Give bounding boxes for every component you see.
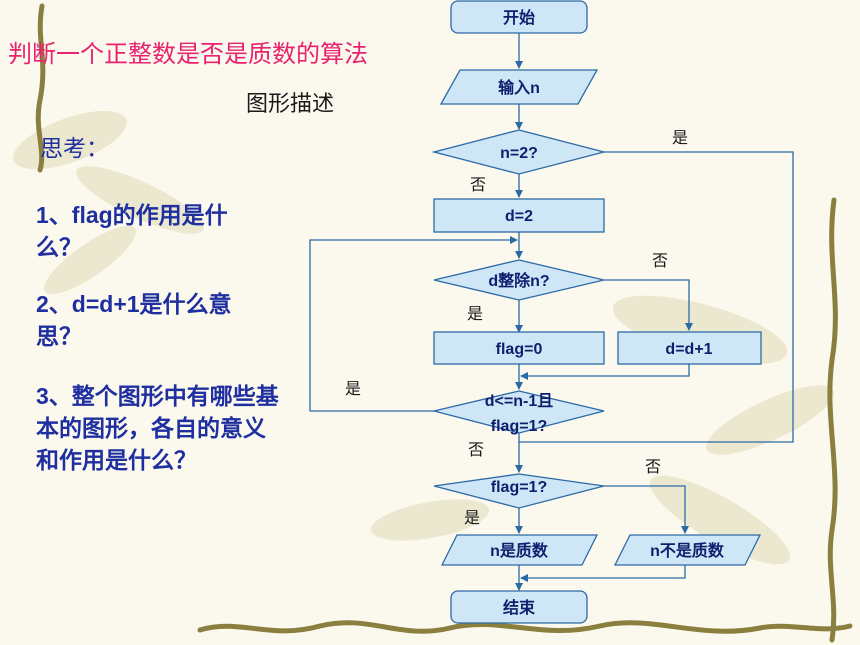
svg-text:开始: 开始 xyxy=(503,8,535,27)
edge-n2-yes xyxy=(519,151,794,443)
edge-loop-yes xyxy=(309,236,518,412)
node-decision-loop: d<=n-1且 flag=1? xyxy=(433,390,605,435)
node-end: 结束 xyxy=(450,590,588,624)
svg-text:n不是质数: n不是质数 xyxy=(650,541,725,560)
label-div-no: 否 xyxy=(652,251,668,270)
label-flag-no: 否 xyxy=(645,457,661,476)
svg-text:d<=n-1且: d<=n-1且 xyxy=(485,392,553,410)
node-d-increment: d=d+1 xyxy=(617,331,762,365)
slide-title: 判断一个正整数是否是质数的算法 xyxy=(8,40,368,68)
label-n2-yes: 是 xyxy=(672,128,688,147)
label-n2-no: 否 xyxy=(470,175,486,194)
label-loop-no: 否 xyxy=(468,440,484,459)
edge-notprime-end xyxy=(520,565,686,582)
svg-text:输入n: 输入n xyxy=(498,78,540,97)
question-1: 1、flag的作用是什么？ xyxy=(36,202,228,260)
node-output-not-prime: n不是质数 xyxy=(613,534,762,566)
svg-text:flag=1?: flag=1? xyxy=(491,479,547,496)
svg-text:n=2?: n=2? xyxy=(500,145,538,162)
node-d-init: d=2 xyxy=(433,198,605,233)
node-start: 开始 xyxy=(450,0,588,34)
node-decision-flag: flag=1? xyxy=(433,473,605,509)
edge-dinc-merge xyxy=(520,364,690,380)
label-div-yes: 是 xyxy=(467,304,483,323)
node-output-prime: n是质数 xyxy=(440,534,599,566)
label-flag-yes: 是 xyxy=(464,508,480,527)
node-flag0: flag=0 xyxy=(433,331,605,365)
node-decision-divisible: d整除n? xyxy=(433,259,605,301)
slide-subtitle: 图形描述 xyxy=(246,92,335,117)
label-loop-yes: 是 xyxy=(345,379,361,398)
svg-text:d=2: d=2 xyxy=(505,208,533,225)
question-2: 2、d=d+1是什么意思？ xyxy=(36,291,232,349)
svg-text:d整除n?: d整除n? xyxy=(488,271,549,290)
vine-border xyxy=(35,3,853,643)
node-input: 输入n xyxy=(439,69,599,105)
flow-edges xyxy=(309,33,794,591)
think-label: 思考： xyxy=(40,136,109,162)
node-decision-n2: n=2? xyxy=(431,129,607,175)
svg-text:flag=0: flag=0 xyxy=(496,341,543,358)
svg-text:d=d+1: d=d+1 xyxy=(665,341,712,358)
svg-text:flag=1?: flag=1? xyxy=(491,418,547,435)
svg-text:结束: 结束 xyxy=(502,598,536,617)
edge-flag-no xyxy=(604,485,689,534)
edge-div-no xyxy=(604,279,693,331)
question-3: 3、整个图形中有哪些基本的图形，各自的意义和作用是什么？ xyxy=(36,383,279,473)
svg-text:n是质数: n是质数 xyxy=(490,541,549,560)
